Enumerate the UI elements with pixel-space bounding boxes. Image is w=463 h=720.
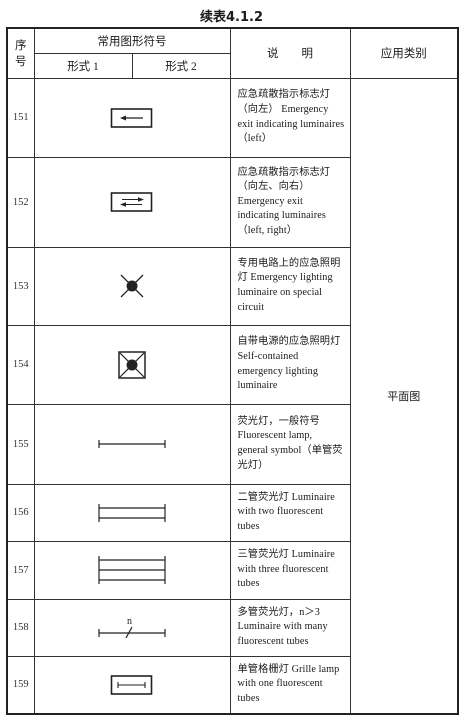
row-number: 158 — [6, 598, 35, 657]
table-row: 159 单管格栅灯 Grille lamp with one fluoresce… — [6, 655, 458, 715]
fluorescent-three-icon — [98, 556, 166, 584]
table-row: 158 n 多管荧光灯，n＞3 Luminaire with many fluo… — [6, 598, 458, 657]
row-number: 155 — [6, 403, 35, 485]
table-row: 152 应急疏散指示标志灯（向左、向右） Emergency exit indi… — [6, 156, 458, 248]
header-category: 应用类别 — [349, 27, 459, 79]
row-description: 多管荧光灯，n＞3 Luminaire with many fluorescen… — [229, 598, 351, 657]
page-title: 续表4.1.2 — [199, 10, 263, 25]
table-row: 156 二管荧光灯 Luminaire with two fluorescent… — [6, 483, 458, 542]
header-form1: 形式 1 — [33, 52, 133, 79]
category-cell: 平面图 — [349, 77, 459, 715]
tube-count-label: n — [127, 616, 132, 627]
row-number: 154 — [6, 324, 35, 405]
table-row: 157 三管荧光灯 Luminaire with three fluoresce… — [6, 540, 458, 600]
row-description: 二管荧光灯 Luminaire with two fluorescent tub… — [229, 483, 351, 542]
row-number: 156 — [6, 483, 35, 542]
row-description: 应急疏散指示标志灯（向左） Emergency exit indicating … — [229, 77, 351, 158]
symbol-table: 序 号 常用图形符号 说 明 应用类别 形式 1 形式 2 151 应急疏散指示… — [6, 27, 459, 715]
header-desc: 说 明 — [229, 27, 351, 79]
grille-lamp-icon — [110, 674, 153, 695]
table-row: 154 自带电源的应急照明灯 Self-contained emergency … — [6, 324, 458, 405]
row-description: 应急疏散指示标志灯（向左、向右） Emergency exit indicati… — [229, 156, 351, 248]
row-number: 153 — [6, 246, 35, 326]
header-seq: 序 号 — [6, 27, 35, 79]
row-description: 专用电路上的应急照明灯 Emergency lighting luminaire… — [229, 246, 351, 326]
row-description: 三管荧光灯 Luminaire with three fluorescent t… — [229, 540, 351, 600]
row-description: 自带电源的应急照明灯 Self-contained emergency ligh… — [229, 324, 351, 405]
fluorescent-many-icon: n — [98, 616, 166, 638]
row-number: 159 — [6, 655, 35, 715]
row-description: 荧光灯，一般符号 Fluorescent lamp, general symbo… — [229, 403, 351, 485]
table-row: 151 应急疏散指示标志灯（向左） Emergency exit indicat… — [6, 77, 459, 715]
table-row: 155 荧光灯，一般符号 Fluorescent lamp, general s… — [6, 403, 458, 485]
exit-both-icon — [110, 192, 153, 212]
fluorescent-single-icon — [98, 440, 166, 448]
row-description: 单管格栅灯 Grille lamp with one fluorescent t… — [229, 655, 351, 715]
emergency-cross-icon — [120, 274, 144, 298]
row-number: 157 — [6, 540, 35, 600]
table-row: 153 专用电路上的应急照明灯 Emergency lighting lumin… — [6, 246, 458, 326]
row-number: 151 — [6, 77, 35, 158]
row-number: 152 — [6, 156, 35, 248]
header-form2: 形式 2 — [131, 52, 231, 79]
header-symbols: 常用图形符号 — [33, 27, 231, 54]
self-contained-icon — [118, 350, 146, 379]
fluorescent-two-icon — [98, 503, 166, 522]
exit-left-icon — [110, 107, 153, 128]
